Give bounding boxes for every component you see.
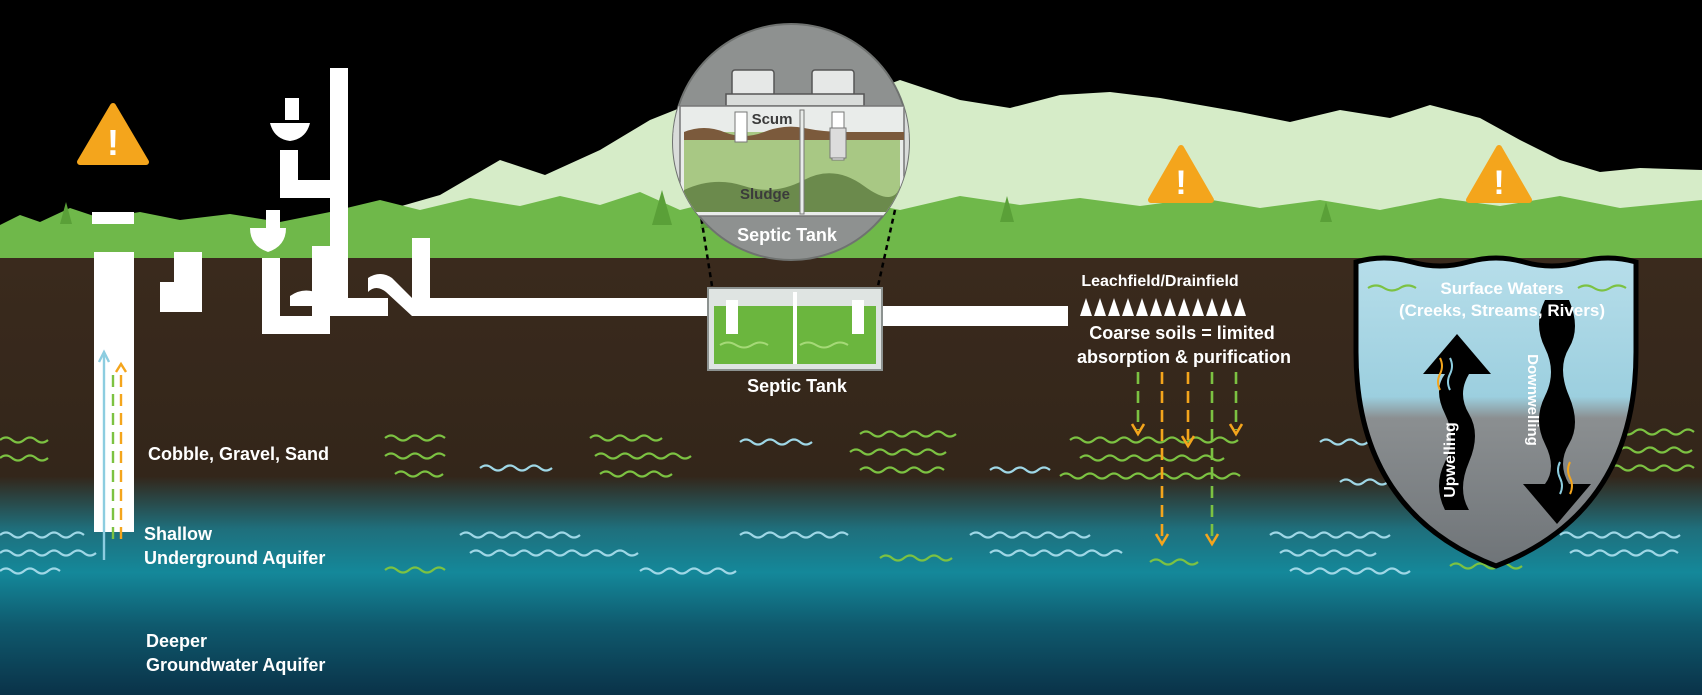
upwelling-arrow	[1423, 334, 1491, 510]
coarse-soils-line1: Coarse soils = limited	[1089, 323, 1275, 343]
well	[92, 212, 202, 560]
house-plumbing	[262, 68, 1068, 334]
zoom-connector	[698, 209, 897, 287]
effluent-arrows	[1130, 372, 1244, 547]
drainfield-gravel	[1080, 298, 1246, 316]
zoom-title: Septic Tank	[737, 225, 838, 245]
septic-tank-label: Septic Tank	[747, 376, 848, 396]
svg-text:!: !	[107, 122, 119, 163]
svg-text:!: !	[1493, 164, 1504, 202]
shallow-aquifer-line2: Underground Aquifer	[144, 548, 325, 568]
downwelling-arrow	[1523, 300, 1591, 524]
stream-warning-icon: !	[1466, 145, 1532, 203]
surface-water-section	[1353, 255, 1639, 569]
soil-layer-label: Cobble, Gravel, Sand	[148, 444, 329, 464]
upwelling-label: Upwelling	[1442, 422, 1459, 498]
svg-text:!: !	[1175, 164, 1186, 202]
coarse-soils-line2: absorption & purification	[1077, 347, 1291, 367]
surface-waters-line1: Surface Waters	[1440, 279, 1563, 298]
deep-aquifer-line2: Groundwater Aquifer	[146, 655, 325, 675]
septic-tank-zoom: Scum Sludge Septic Tank	[672, 23, 910, 261]
downwelling-label: Downwelling	[1524, 354, 1541, 446]
mixing-arrows	[1437, 357, 1573, 495]
sludge-label: Sludge	[740, 186, 790, 203]
sink-icon	[270, 98, 310, 141]
well-warning-icon: !	[77, 103, 149, 165]
leachfield-warning-icon: !	[1148, 145, 1214, 203]
surface-waters-line2: (Creeks, Streams, Rivers)	[1399, 301, 1605, 320]
shallow-aquifer-line1: Shallow	[144, 524, 213, 544]
toilet-icon	[250, 210, 286, 252]
septic-tank-underground	[707, 287, 883, 371]
groundwater-waves	[0, 428, 1695, 575]
scum-label: Scum	[752, 111, 793, 128]
trees	[60, 190, 1332, 228]
deep-aquifer-line1: Deeper	[146, 631, 207, 651]
leachfield-label: Leachfield/Drainfield	[1081, 273, 1238, 290]
